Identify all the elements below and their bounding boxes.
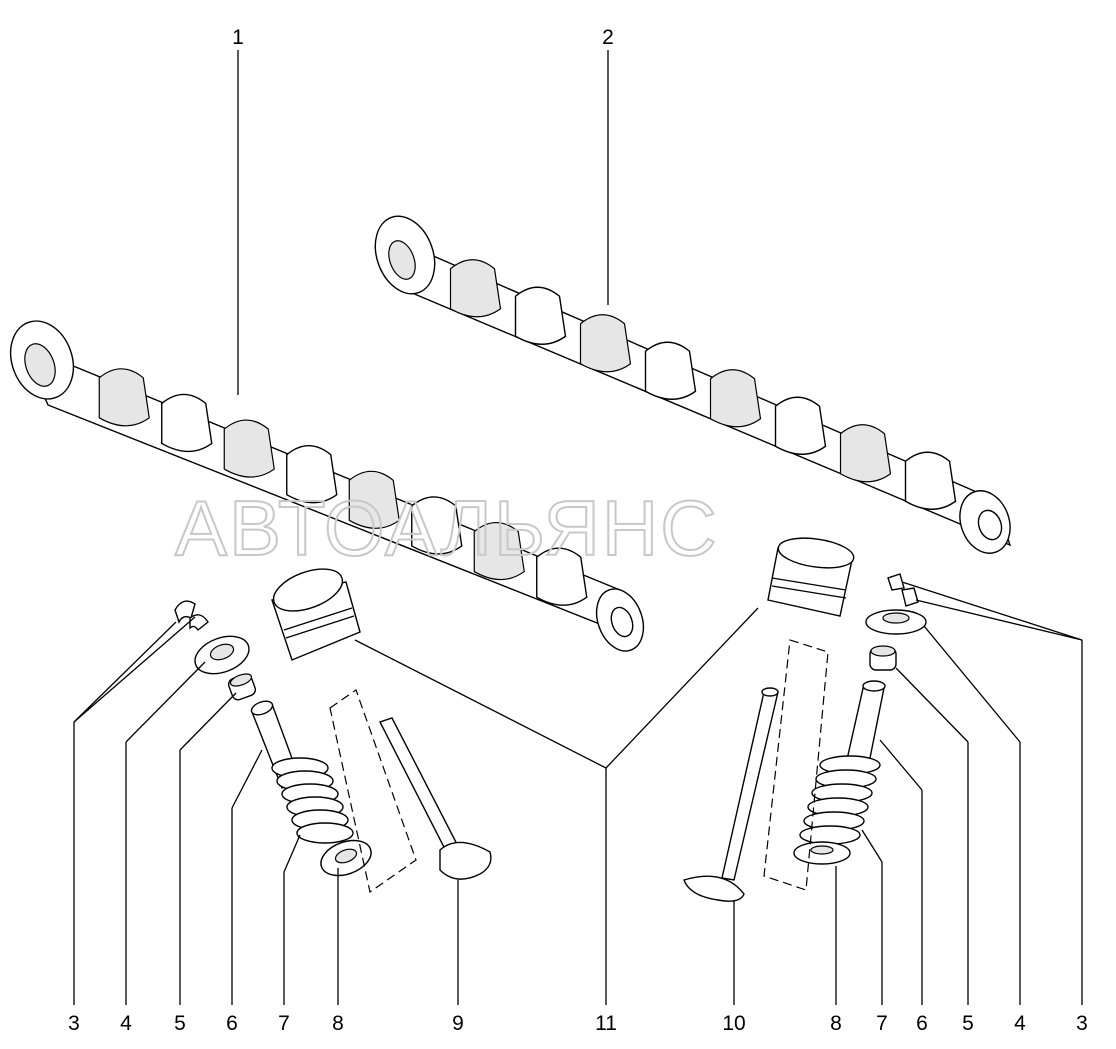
spring-retainer-left (194, 635, 250, 675)
spring-coil (296, 822, 354, 844)
callout-3-left: 3 (68, 1012, 80, 1035)
cam-lobe (579, 314, 632, 373)
callout-5-left: 5 (174, 1012, 186, 1035)
valve-left (379, 717, 492, 880)
callout-10: 10 (722, 1012, 745, 1035)
callout-3-right: 3 (1076, 1012, 1088, 1035)
callout-8-right: 8 (830, 1012, 842, 1035)
callout-4-right: 4 (1014, 1012, 1026, 1035)
cam-lobe (473, 521, 525, 581)
cam-lobe (449, 259, 502, 318)
valve-group-left (174, 568, 492, 894)
cam-lobe (536, 547, 588, 606)
hydraulic-lifter-left (271, 568, 361, 661)
valve-guide-right (845, 680, 886, 769)
valve-lock-right (887, 573, 919, 607)
camshaft-2 (374, 215, 1012, 554)
spring-coil (799, 825, 861, 845)
callout-9: 9 (452, 1012, 464, 1035)
spring-seat-left (320, 839, 372, 877)
camshaft-1 (9, 320, 645, 652)
cam-lobe (709, 369, 762, 428)
cam-lobe (774, 396, 827, 455)
callout-5-right: 5 (962, 1012, 974, 1035)
callout-11: 11 (595, 1012, 617, 1035)
watermark-text: АВТОАЛЬЯНС (175, 484, 719, 572)
valve-right (683, 687, 779, 902)
hydraulic-lifter-right (767, 537, 855, 617)
cam-lobe (286, 444, 338, 504)
cam-lobe (514, 286, 567, 345)
callout-8-left: 8 (332, 1012, 344, 1035)
cam-lobe (904, 451, 957, 510)
valve-spring-left (271, 757, 354, 844)
callout-4-left: 4 (120, 1012, 132, 1035)
callout-7-right: 7 (876, 1012, 888, 1035)
callout-6-right: 6 (916, 1012, 928, 1035)
valve-spring-right (799, 755, 881, 845)
leader-lines (73, 50, 1083, 1005)
cam-lobe (161, 393, 213, 453)
cam-lobe (411, 496, 463, 555)
spring-retainer-right (865, 609, 927, 635)
dashed-outline-left (329, 689, 417, 894)
callout-7-left: 7 (278, 1012, 290, 1035)
valve-group-right (683, 537, 927, 902)
cam-lobe (839, 424, 892, 483)
callout-6-left: 6 (226, 1012, 238, 1035)
valve-stem-seal-right (869, 645, 897, 671)
callout-2: 2 (602, 26, 614, 49)
callout-1: 1 (232, 26, 244, 49)
spring-seat-right (793, 841, 851, 865)
cam-lobe (98, 368, 150, 427)
cam-lobe (348, 470, 400, 529)
callout-labels: 1 2 3 4 5 6 7 8 9 11 10 8 7 6 5 4 3 (68, 26, 1088, 1035)
cam-lobe (223, 419, 275, 478)
valve-lock-left (174, 600, 209, 632)
cam-lobe (644, 341, 697, 400)
